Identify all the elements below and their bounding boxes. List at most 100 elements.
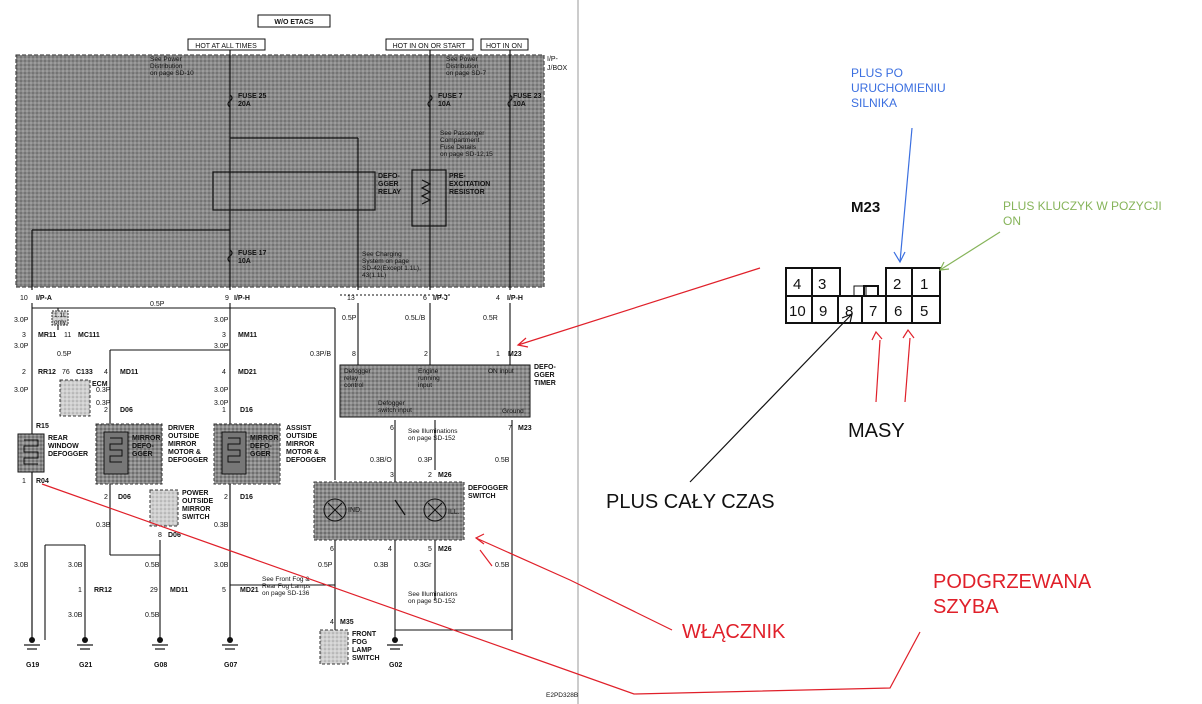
conn-mc111: MC111 (78, 332, 100, 339)
wire-label: 3.0P (14, 343, 29, 350)
wire-label: 0.3B (96, 522, 111, 529)
ground-g19: G19 (26, 662, 39, 669)
ground-g08: G08 (154, 662, 167, 669)
conn-ipj: I/P-J (433, 295, 448, 302)
jbox-wiring (31, 50, 513, 290)
pin-iph2: 4 (496, 295, 500, 302)
wire-label: 0.3B (374, 562, 389, 569)
svg-text:1: 1 (222, 407, 226, 414)
svg-text:1: 1 (22, 478, 26, 485)
svg-text:3: 3 (818, 276, 826, 293)
wire-label: 3.0P (214, 343, 229, 350)
junction-box (15, 54, 545, 288)
timer-input-on: ON input (488, 368, 514, 375)
wire-label: 0.3P (96, 400, 111, 407)
svg-text:6: 6 (330, 546, 334, 553)
conn-d06b: D06 (118, 494, 131, 501)
fuse17-rating: 10A (238, 258, 251, 265)
ground-node-g07 (227, 637, 233, 643)
svg-text:29: 29 (150, 587, 158, 594)
conn-m23: M23 (508, 351, 522, 358)
svg-text:76: 76 (62, 369, 70, 376)
svg-text:4: 4 (388, 546, 392, 553)
wire-label: 0.5B (495, 562, 510, 569)
ground-g07: G07 (224, 662, 237, 669)
pin-ipj1: 13 (347, 295, 355, 302)
ground-g21: G21 (79, 662, 92, 669)
conn-d06: D06 (120, 407, 133, 414)
wire-label: 3.0P (14, 387, 29, 394)
wire-label: 3.0P (214, 317, 229, 324)
conn-md11: MD11 (120, 369, 138, 376)
wire-label: 0.3P (96, 387, 111, 394)
conn-d16b: D16 (240, 494, 253, 501)
svg-text:1: 1 (78, 587, 82, 594)
conn-m26: M26 (438, 472, 452, 479)
title-box (257, 14, 331, 28)
defogger-switch-box (313, 481, 465, 541)
ground-g02: G02 (389, 662, 402, 669)
svg-text:4: 4 (793, 276, 801, 293)
svg-text:4: 4 (330, 619, 334, 626)
svg-text:4: 4 (104, 369, 108, 376)
m23-connector (785, 267, 941, 324)
wire-label: 3.0B (214, 562, 229, 569)
conn-md21: MD21 (238, 369, 257, 376)
svg-text:3: 3 (22, 332, 26, 339)
wire-label: 0.5P (150, 301, 165, 308)
annotation-arrows (41, 127, 1001, 695)
annotation-plus-always: PLUS CAŁY CZAS (606, 491, 775, 513)
svg-text:6: 6 (894, 303, 902, 320)
wire-label: 3.0B (68, 612, 83, 619)
pin-ipa: 10 (20, 295, 28, 302)
fuse23-rating: 10A (513, 101, 526, 108)
conn-m26b: M26 (438, 546, 452, 553)
wire-label: 0.3Gr (414, 562, 432, 569)
header-hot-on: HOT IN ON (486, 43, 522, 50)
wire-label: 3.0B (68, 562, 83, 569)
svg-text:2: 2 (428, 472, 432, 479)
wire-label: 0.5P (57, 351, 72, 358)
diagram-code: E2PD328B (546, 692, 578, 699)
wire-label: 0.5L/B (405, 315, 426, 322)
wire-label: 0.5B (145, 612, 160, 619)
svg-text:8: 8 (845, 303, 853, 320)
ground-symbols (24, 644, 403, 650)
wire-label: 3.0P (214, 400, 229, 407)
conn-rr12: RR12 (38, 369, 56, 376)
svg-text:8: 8 (352, 351, 356, 358)
conn-md11b: MD11 (170, 587, 188, 594)
wire-label: 3.0B (14, 562, 29, 569)
conn-iph2: I/P-H (507, 295, 523, 302)
ecm-label: ECM (92, 381, 108, 388)
fuse7-name: FUSE 7 (438, 93, 463, 100)
conn-ipa: I/P-A (36, 295, 52, 302)
svg-text:2: 2 (104, 494, 108, 501)
conn-m23b: M23 (518, 425, 532, 432)
power-mirror-switch-box (149, 489, 179, 527)
svg-text:9: 9 (819, 303, 827, 320)
ill-label: ILL. (448, 509, 460, 516)
fuse17-name: FUSE 17 (238, 250, 267, 257)
svg-text:1: 1 (920, 276, 928, 293)
fuse25-rating: 20A (238, 101, 251, 108)
wire-label: 3.0P (214, 387, 229, 394)
conn-mm11: MM11 (238, 332, 257, 339)
svg-text:2: 2 (104, 407, 108, 414)
